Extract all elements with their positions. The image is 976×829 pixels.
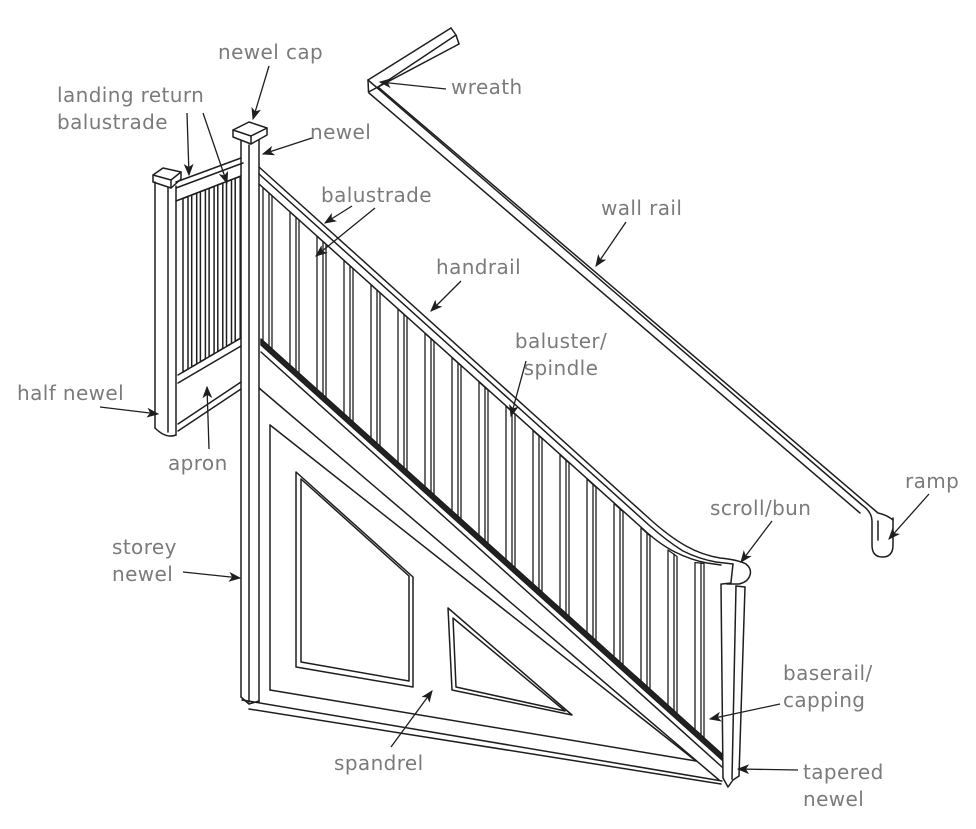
landing-return-balustrade-shape xyxy=(152,157,244,437)
spandrel-shape xyxy=(241,387,723,785)
label-handrail: handrail xyxy=(436,255,522,279)
label-tapered-newel: tapered newel xyxy=(803,760,884,811)
label-wreath: wreath xyxy=(451,75,523,99)
arrow-wall-rail xyxy=(595,221,627,268)
handrail-shape xyxy=(258,166,752,585)
arrow-tapered-newel xyxy=(736,764,799,775)
arrow-newel xyxy=(261,137,313,156)
label-apron: apron xyxy=(168,451,228,475)
arrow-newel-cap xyxy=(251,65,270,121)
arrow-half-newel xyxy=(99,406,160,418)
arrow-balustrade-2 xyxy=(315,207,376,257)
label-newel: newel xyxy=(310,120,372,144)
arrow-baluster xyxy=(509,360,527,418)
arrow-handrail xyxy=(430,280,462,312)
arrow-scroll-bun xyxy=(740,520,773,563)
leader-arrows xyxy=(99,65,930,775)
baluster-shapes xyxy=(262,186,705,739)
arrow-landing-return-2 xyxy=(202,112,229,185)
label-ramp: ramp xyxy=(905,469,960,493)
label-half-newel: half newel xyxy=(17,381,125,405)
label-storey-newel: storey newel xyxy=(112,535,177,586)
label-wall-rail: wall rail xyxy=(601,196,683,220)
label-spandrel: spandrel xyxy=(334,751,424,775)
baserail-shape xyxy=(260,338,723,768)
arrow-baserail xyxy=(708,703,781,722)
label-baserail-capping: baserail/ capping xyxy=(783,661,873,712)
arrow-apron xyxy=(202,385,213,450)
label-baluster-spindle: baluster/ spindle xyxy=(514,329,608,380)
arrow-balustrade-1 xyxy=(323,205,353,224)
arrow-spandrel xyxy=(390,690,433,748)
arrow-storey-newel xyxy=(182,571,242,582)
label-newel-cap: newel cap xyxy=(218,40,324,64)
newel-shape xyxy=(232,121,268,705)
arrow-ramp xyxy=(888,493,930,540)
arrow-landing-return-1 xyxy=(183,112,194,177)
label-balustrade: balustrade xyxy=(321,183,432,207)
label-landing-return-balustrade: landing return balustrade xyxy=(57,83,205,134)
wall-rail-shape xyxy=(367,27,894,558)
label-scroll-bun: scroll/bun xyxy=(710,496,812,520)
arrow-wreath xyxy=(378,78,447,90)
tapered-newel-shape xyxy=(720,583,746,788)
